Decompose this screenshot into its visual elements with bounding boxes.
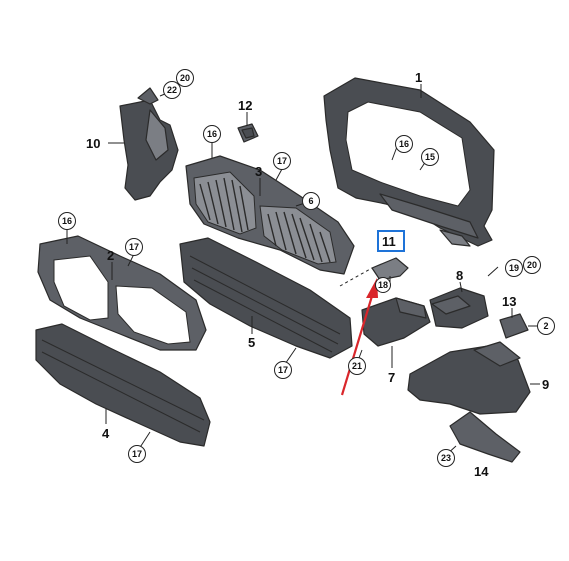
callout-11: 11 [382, 234, 396, 249]
circled-17-b: 17 [125, 238, 143, 256]
circled-16-c: 16 [58, 212, 76, 230]
part-8-duct-segment [429, 287, 489, 329]
circled-18: 18 [375, 277, 391, 293]
part-11-bracket-highlighted [339, 257, 409, 287]
svg-text:6: 6 [308, 196, 313, 206]
callout-13: 13 [502, 294, 516, 309]
svg-text:2: 2 [543, 321, 548, 331]
svg-text:17: 17 [278, 365, 288, 375]
circled-19: 19 [505, 259, 523, 277]
circled-21: 21 [348, 357, 366, 375]
part-10-air-guide [119, 87, 179, 201]
svg-text:22: 22 [167, 85, 177, 95]
part-7-duct [361, 297, 431, 347]
highlight-box [377, 230, 405, 252]
callout-14: 14 [474, 464, 489, 479]
part-2-grille-lower [37, 235, 207, 351]
svg-text:16: 16 [399, 139, 409, 149]
circled-22: 22 [163, 81, 181, 99]
svg-text:17: 17 [277, 156, 287, 166]
circled-17-c: 17 [274, 361, 292, 379]
circled-17-a: 17 [273, 152, 291, 170]
circled-17-d: 17 [128, 445, 146, 463]
part-3-grille-upper [185, 155, 355, 275]
svg-text:21: 21 [352, 361, 362, 371]
callout-9: 9 [542, 377, 549, 392]
circled-20-top: 20 [176, 69, 194, 87]
circled-2x-right-edge: 2 [537, 317, 555, 335]
svg-text:16: 16 [207, 129, 217, 139]
circled-6: 6 [302, 192, 320, 210]
highlight-arrow [340, 278, 378, 396]
svg-text:19: 19 [509, 263, 519, 273]
svg-text:18: 18 [378, 280, 388, 290]
callout-7: 7 [388, 370, 395, 385]
part-5-shutter [179, 237, 353, 359]
callout-5: 5 [248, 335, 255, 350]
svg-text:15: 15 [425, 152, 435, 162]
callout-1: 1 [415, 70, 422, 85]
circled-20-right: 20 [523, 256, 541, 274]
svg-text:16: 16 [62, 216, 72, 226]
circled-15: 15 [421, 148, 439, 166]
part-1-radiator-frame [323, 77, 495, 247]
circled-23: 23 [437, 449, 455, 467]
circled-16-a: 16 [203, 125, 221, 143]
callout-2: 2 [107, 248, 114, 263]
svg-text:17: 17 [132, 449, 142, 459]
svg-text:20: 20 [527, 260, 537, 270]
part-13-bracket [499, 313, 529, 339]
part-14-bracket-lower [449, 411, 521, 463]
part-9-air-duct [407, 341, 531, 415]
callout-8: 8 [456, 268, 463, 283]
callout-4: 4 [102, 426, 110, 441]
callout-10: 10 [86, 136, 100, 151]
callout-3: 3 [255, 164, 262, 179]
part-4-lower-shutter [35, 323, 211, 447]
svg-text:20: 20 [180, 73, 190, 83]
circled-16-b: 16 [395, 135, 413, 153]
svg-text:23: 23 [441, 453, 451, 463]
callout-12: 12 [238, 98, 252, 113]
svg-text:17: 17 [129, 242, 139, 252]
part-12-bracket [237, 123, 259, 143]
